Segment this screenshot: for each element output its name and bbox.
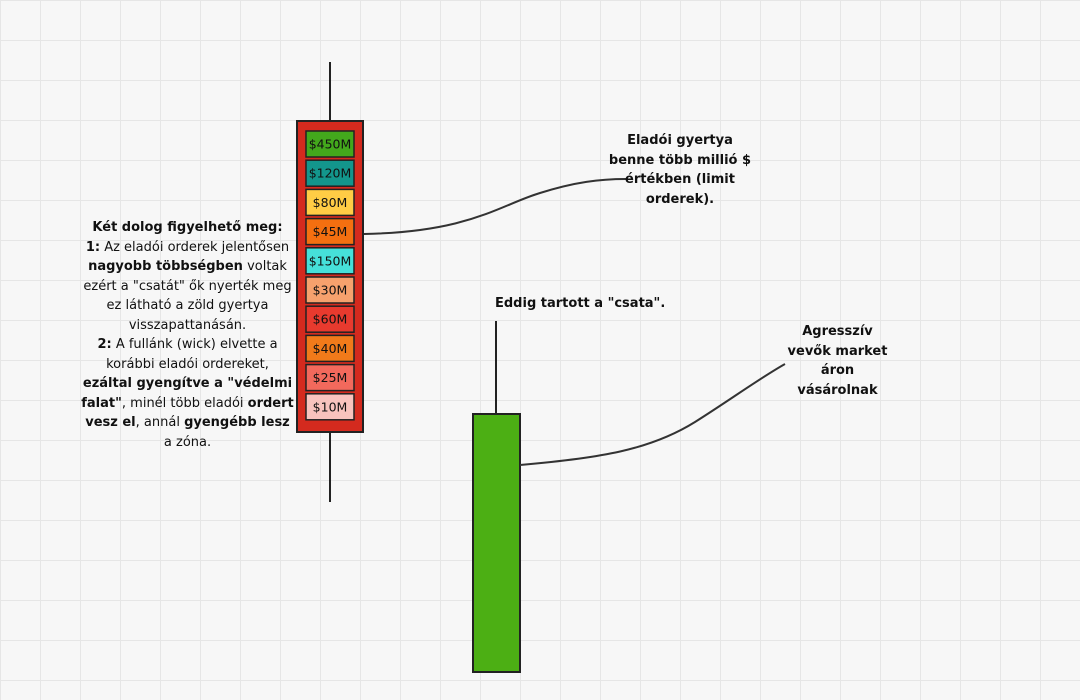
order-block: [305, 130, 355, 158]
order-block-label: $10M: [313, 399, 348, 414]
left-note-text: a zóna.: [163, 434, 212, 450]
left-note-emphasis: nagyobb többségben: [88, 259, 243, 274]
order-block: [305, 217, 355, 246]
buyers-note-connector: [519, 363, 786, 466]
order-block-label: $60M: [313, 312, 348, 327]
order-block-label: $150M: [309, 253, 352, 268]
order-block-label: $120M: [309, 166, 352, 181]
order-block-label: $450M: [309, 137, 352, 152]
left-note-title: Két dolog figyelhető meg:: [92, 220, 283, 235]
left-note-text: , annál: [135, 415, 185, 430]
order-block: [305, 393, 355, 421]
left-note-emphasis: ordert vesz el: [85, 395, 294, 431]
left-note-point-1-number: 1:: [85, 239, 101, 255]
order-block: [305, 188, 355, 217]
left-note-emphasis: gyengébb lesz: [184, 415, 290, 430]
order-block: [305, 276, 355, 304]
sell-note-connector: [363, 178, 627, 235]
order-block: [305, 159, 355, 187]
left-note-text: voltak ezért a "csatát" ők nyerték meg e…: [83, 259, 292, 333]
left-explanation-note: Két dolog figyelhető meg: 1: Az eladói o…: [80, 218, 295, 452]
left-note-text: , minél több eladói: [121, 395, 248, 411]
left-note-point-2-number: 2:: [97, 337, 112, 352]
order-block: [305, 363, 355, 392]
order-block-label: $80M: [313, 195, 348, 210]
aggressive-buyers-note: Agresszív vevők market áron vásárolnak: [787, 324, 888, 398]
battle-note: Eddig tartott a "csata".: [495, 296, 666, 311]
left-note-text: Az eladói orderek jelentősen: [100, 239, 290, 255]
sell-order-stack: $450M $120M $80M $45M $150M $30M $60M $40M $25M $…: [305, 130, 355, 421]
left-note-text: A fullánk (wick) elvette a korábbi eladó…: [106, 337, 278, 372]
order-block: [305, 334, 355, 363]
left-note-emphasis: ezáltal gyengítve a "védelmi falat": [81, 376, 293, 411]
buy-candle-body: [472, 413, 521, 673]
sell-candle-note: Eladói gyertya benne több millió $ érték…: [608, 133, 752, 207]
order-block-label: $45M: [313, 224, 348, 239]
order-block: [305, 305, 355, 333]
order-block-label: $25M: [313, 370, 348, 385]
order-block: [305, 247, 355, 275]
order-block-label: $30M: [313, 283, 348, 298]
order-block-label: $40M: [313, 341, 348, 356]
